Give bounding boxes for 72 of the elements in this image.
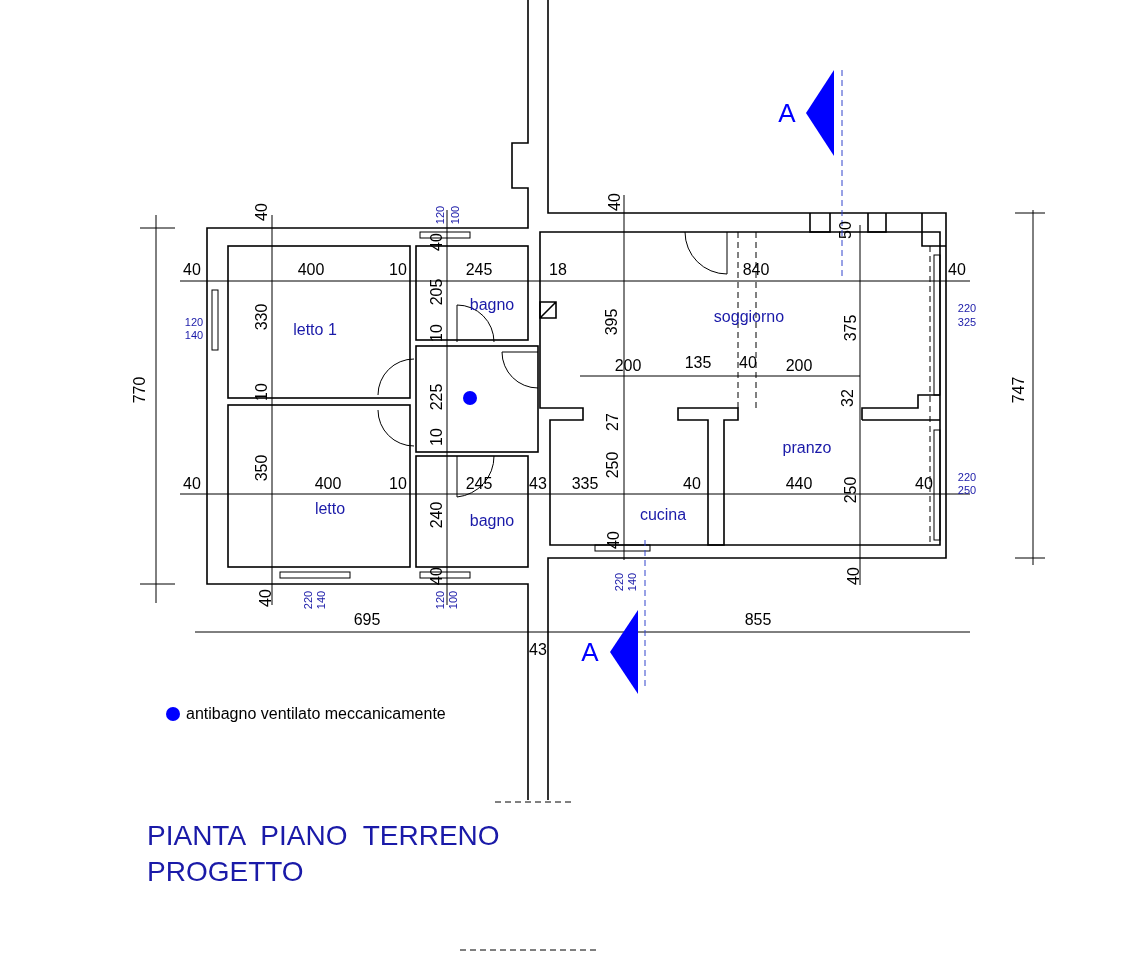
dimension-label: 240 <box>429 501 445 529</box>
dimension-label: 40 <box>429 233 445 251</box>
dimension-label: 440 <box>785 476 813 492</box>
dimension-label: 40 <box>254 203 270 221</box>
dimension-label: 10 <box>429 324 445 342</box>
dimension-label: 335 <box>571 476 599 492</box>
room-label: soggiorno <box>713 309 785 325</box>
dimension-label: 375 <box>843 314 859 342</box>
window-size-label: 325 <box>957 316 977 328</box>
dimension-label: 43 <box>529 642 547 658</box>
dimension-label: 350 <box>254 454 270 482</box>
room-label: bagno <box>469 513 515 529</box>
window-size-label: 220 <box>302 590 314 610</box>
window-size-label: 140 <box>626 572 638 592</box>
dimension-label: 27 <box>605 413 621 431</box>
dimension-label: 200 <box>785 358 813 374</box>
dimension-label: 40 <box>607 193 623 211</box>
window-size-label: 120 <box>434 590 446 610</box>
room-label: pranzo <box>782 440 832 456</box>
dimension-label: 330 <box>254 303 270 331</box>
legend-text: antibagno ventilato meccanicamente <box>186 704 446 722</box>
dimension-label: 40 <box>915 476 933 492</box>
dimension-label: 10 <box>389 476 407 492</box>
dimension-label: 135 <box>684 355 712 371</box>
window-size-label: 220 <box>957 471 977 483</box>
room-label: letto 1 <box>293 322 337 338</box>
dimension-label: 10 <box>389 262 407 278</box>
dimension-label: 747 <box>1011 376 1027 404</box>
dimension-label: 50 <box>838 221 854 239</box>
dimension-label: 855 <box>744 612 772 628</box>
dimension-label: 40 <box>739 355 757 371</box>
dimension-label: 770 <box>132 376 148 404</box>
window-size-label: 120 <box>434 205 446 225</box>
window-size-label: 120 <box>184 316 204 328</box>
dimension-label: 10 <box>254 383 270 401</box>
room-label: cucina <box>639 507 687 523</box>
window-size-label: 140 <box>315 590 327 610</box>
dimension-label: 40 <box>683 476 701 492</box>
dimension-label: 40 <box>846 567 862 585</box>
window-size-label: 100 <box>449 205 461 225</box>
window-size-label: 140 <box>184 329 204 341</box>
dimension-label: 40 <box>258 589 274 607</box>
dimension-label: 395 <box>604 308 620 336</box>
dimension-label: 200 <box>614 358 642 374</box>
window-size-label: 100 <box>447 590 459 610</box>
dimension-label: 40 <box>183 476 201 492</box>
window-size-label: 220 <box>613 572 625 592</box>
dimension-label: 40 <box>429 567 445 585</box>
dimension-label: 40 <box>606 531 622 549</box>
dimension-label: 250 <box>605 451 621 479</box>
dimension-label: 205 <box>429 278 445 306</box>
dimension-label: 18 <box>549 262 567 278</box>
dimension-label: 225 <box>429 383 445 411</box>
dimension-label: 10 <box>429 428 445 446</box>
section-label: A <box>581 639 599 665</box>
room-label: bagno <box>469 297 515 313</box>
section-label: A <box>778 100 796 126</box>
dimension-label: 43 <box>529 476 547 492</box>
window-size-label: 250 <box>957 484 977 496</box>
dimension-label: 245 <box>465 262 493 278</box>
dimension-label: 40 <box>948 262 966 278</box>
dimension-label: 400 <box>314 476 342 492</box>
dimension-label: 250 <box>843 476 859 504</box>
dimension-label: 40 <box>183 262 201 278</box>
dimension-label: 245 <box>465 476 493 492</box>
dimension-label: 32 <box>840 389 856 407</box>
room-label: letto <box>314 501 346 517</box>
window-size-label: 220 <box>957 302 977 314</box>
dimension-label: 695 <box>353 612 381 628</box>
dimension-label: 840 <box>742 262 770 278</box>
dimension-label: 400 <box>297 262 325 278</box>
title: PIANTA PIANO TERRENO PROGETTO <box>147 819 501 889</box>
